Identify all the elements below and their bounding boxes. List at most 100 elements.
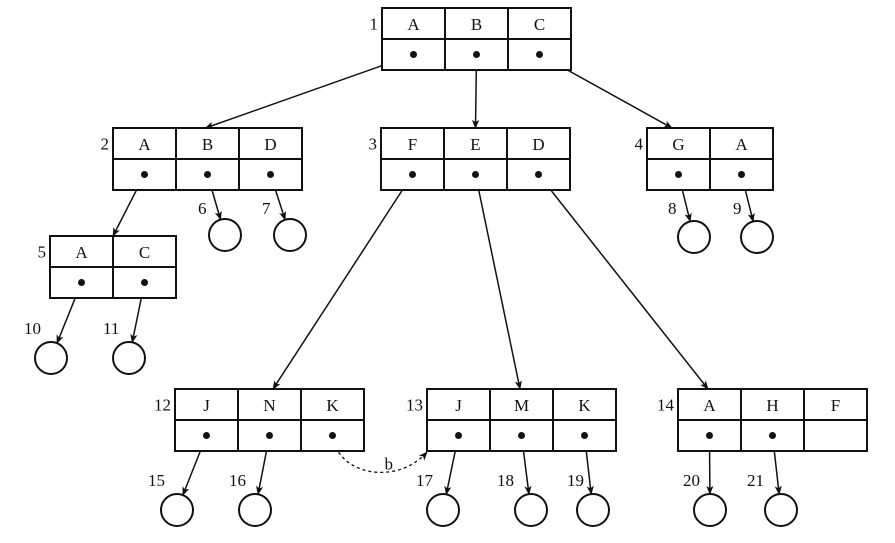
key-label: D [264,135,276,154]
leaf-number-label: 16 [229,471,246,490]
node-number-label: 3 [369,135,378,154]
leaf-node-6: 6 [198,199,242,252]
leaf-number-label: 10 [24,319,41,338]
dashed-edge-label: b [385,455,394,474]
key-label: F [408,135,417,154]
pointer-dot [706,432,713,439]
key-label: A [138,135,151,154]
edge-3-to-12 [272,174,414,390]
leaf-node-10: 10 [24,319,68,375]
tree-node-5: 5 A C [38,235,177,299]
key-label: B [471,15,482,34]
pointer-cell [112,266,177,299]
leaf-circle [693,493,727,527]
pointer-cell [489,419,554,452]
tree-node-1: 1 A B C [370,7,572,71]
leaf-node-20: 20 [683,471,727,527]
leaf-node-19: 19 [567,471,610,527]
pointer-dot [141,279,148,286]
leaf-number-label: 8 [668,199,677,218]
leaf-circle [740,220,774,254]
leaf-node-15: 15 [148,471,194,527]
pointer-cell [174,419,239,452]
leaf-node-17: 17 [416,471,460,527]
key-label: A [407,15,420,34]
leaf-circle [208,218,242,252]
leaf-node-8: 8 [668,199,711,254]
pointer-dot [329,432,336,439]
node-number-label: 12 [154,396,171,415]
leaf-circle [273,218,307,252]
leaf-number-label: 7 [262,199,271,218]
key-label: G [672,135,684,154]
key-label: E [470,135,480,154]
key-label: M [514,396,529,415]
key-label: J [203,396,210,415]
pointer-dot [675,171,682,178]
leaf-node-18: 18 [497,471,548,527]
key-label: A [703,396,716,415]
key-cell [507,7,572,40]
pointer-dot [518,432,525,439]
leaf-circle [677,220,711,254]
node-number-label: 5 [38,243,47,262]
pointer-dot [267,171,274,178]
leaf-circle [764,493,798,527]
leaf-circle [34,341,68,375]
pointer-dot [78,279,85,286]
tree-node-14: 14 A H F [657,388,868,452]
pointer-dot [203,432,210,439]
key-cell [175,127,240,160]
key-cell [709,127,774,160]
key-label: H [766,396,778,415]
leaf-circle [160,493,194,527]
leaves-layer: 6 7 8 9 10 11 15 16 17 18 19 20 21 [24,199,798,527]
leaf-node-9: 9 [733,199,774,254]
node-number-label: 1 [370,15,379,34]
tree-node-3: 3 F E D [369,127,571,191]
leaf-circle [112,341,146,375]
leaf-number-label: 18 [497,471,514,490]
pointer-cell [803,419,868,452]
key-label: A [75,243,88,262]
key-label: D [532,135,544,154]
leaf-node-7: 7 [262,199,307,252]
edge-3-to-13 [474,174,522,390]
leaf-number-label: 9 [733,199,742,218]
key-label: F [831,396,840,415]
node-number-label: 2 [101,135,110,154]
leaf-node-16: 16 [229,471,272,527]
pointer-dot [472,171,479,178]
leaf-node-21: 21 [747,471,798,527]
leaf-number-label: 20 [683,471,700,490]
pointer-dot [409,171,416,178]
leaf-number-label: 17 [416,471,434,490]
pointer-dot [535,171,542,178]
leaf-circle [426,493,460,527]
pointer-dot [204,171,211,178]
leaf-number-label: 6 [198,199,207,218]
key-label: N [263,396,275,415]
pointer-dot [738,171,745,178]
key-label: A [735,135,748,154]
pointer-dot [473,51,480,58]
pointer-dot [581,432,588,439]
leaf-circle [238,493,272,527]
key-label: C [534,15,545,34]
leaf-circle [576,493,610,527]
key-label: C [139,243,150,262]
tree-node-12: 12 J N K [154,388,365,452]
leaf-number-label: 15 [148,471,165,490]
edge-1-to-2 [204,53,414,129]
leaf-number-label: 11 [103,319,119,338]
key-cell [238,127,303,160]
leaf-node-11: 11 [103,319,146,375]
node-number-label: 14 [657,396,675,415]
key-cell [380,127,445,160]
key-label: K [326,396,339,415]
pointer-dot [266,432,273,439]
leaf-number-label: 21 [747,471,764,490]
